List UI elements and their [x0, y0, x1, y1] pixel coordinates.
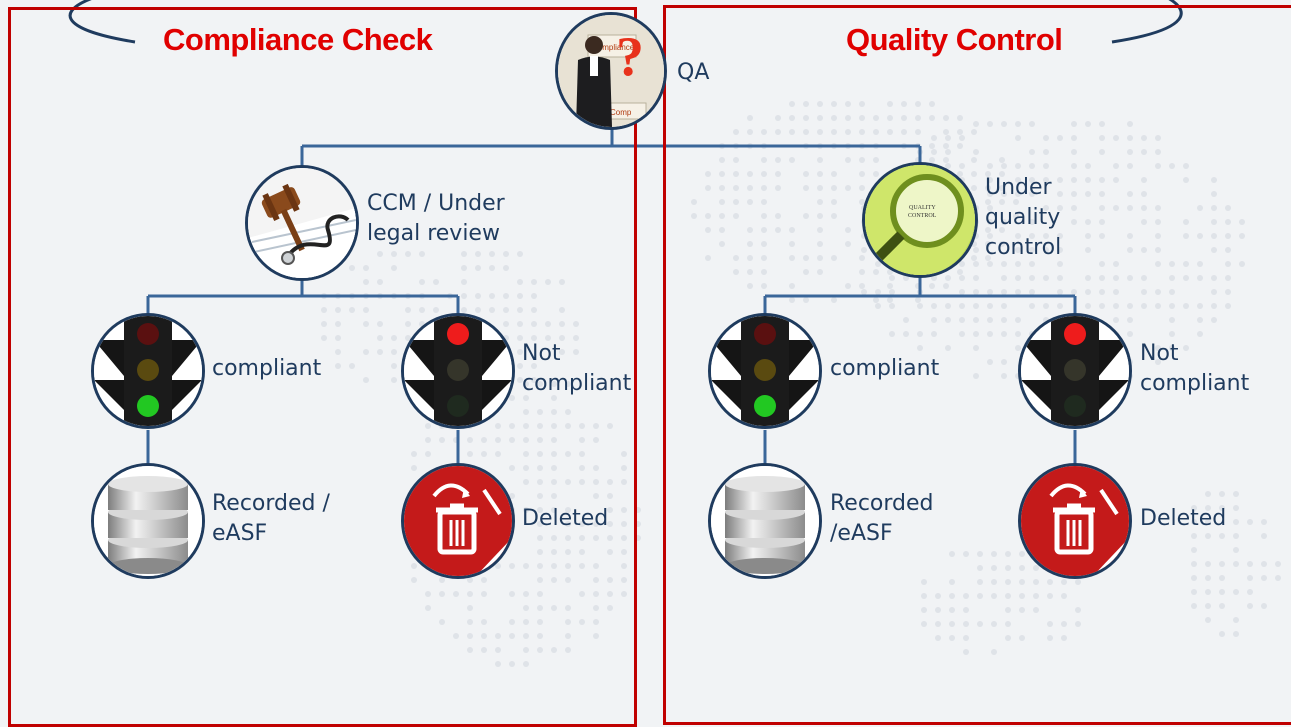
right-deleted-label: Deleted	[1140, 506, 1227, 531]
right-not-compliant-label: Not compliant	[1140, 341, 1250, 396]
svg-text:QUALITY: QUALITY	[909, 205, 936, 211]
compliance-check-title: Compliance Check	[163, 22, 433, 57]
svg-text:CONTROL: CONTROL	[908, 213, 937, 219]
left-recorded-node	[91, 463, 205, 579]
right-recorded-label: Recorded /eASF	[830, 491, 934, 546]
right-recorded-node	[708, 463, 822, 579]
traffic-light-red-icon	[1021, 316, 1129, 426]
traffic-light-green-icon	[711, 316, 819, 426]
left-recorded-label: Recorded / eASF	[212, 491, 330, 546]
qa-node: Compliance ? Comp	[555, 12, 667, 130]
svg-text:?: ?	[616, 26, 644, 88]
quality-control-title: Quality Control	[846, 22, 1063, 57]
legal-review-node	[245, 165, 359, 281]
right-deleted-node	[1018, 463, 1132, 579]
traffic-light-red-icon	[404, 316, 512, 426]
qa-label: QA	[677, 60, 710, 85]
svg-text:Compliance: Compliance	[592, 43, 635, 52]
quality-control-node: QUALITY CONTROL	[862, 162, 978, 278]
trash-delete-icon	[1021, 466, 1129, 576]
right-compliant-label: compliant	[830, 356, 940, 381]
left-compliant-node	[91, 313, 205, 429]
magnifier-quality-icon: QUALITY CONTROL	[865, 165, 975, 275]
left-deleted-label: Deleted	[522, 506, 609, 531]
right-compliant-node	[708, 313, 822, 429]
quality-review-label: Under quality control	[985, 175, 1062, 260]
database-icon	[711, 466, 819, 576]
gavel-stethoscope-icon	[248, 168, 356, 278]
legal-review-label: CCM / Under legal review	[367, 191, 505, 246]
svg-text:Comp: Comp	[610, 108, 632, 117]
left-not-compliant-node	[401, 313, 515, 429]
businessman-question-icon: Compliance ? Comp	[558, 15, 664, 127]
database-icon	[94, 466, 202, 576]
trash-delete-icon	[404, 466, 512, 576]
traffic-light-green-icon	[94, 316, 202, 426]
left-compliant-label: compliant	[212, 356, 322, 381]
left-deleted-node	[401, 463, 515, 579]
left-not-compliant-label: Not compliant	[522, 341, 632, 396]
right-not-compliant-node	[1018, 313, 1132, 429]
